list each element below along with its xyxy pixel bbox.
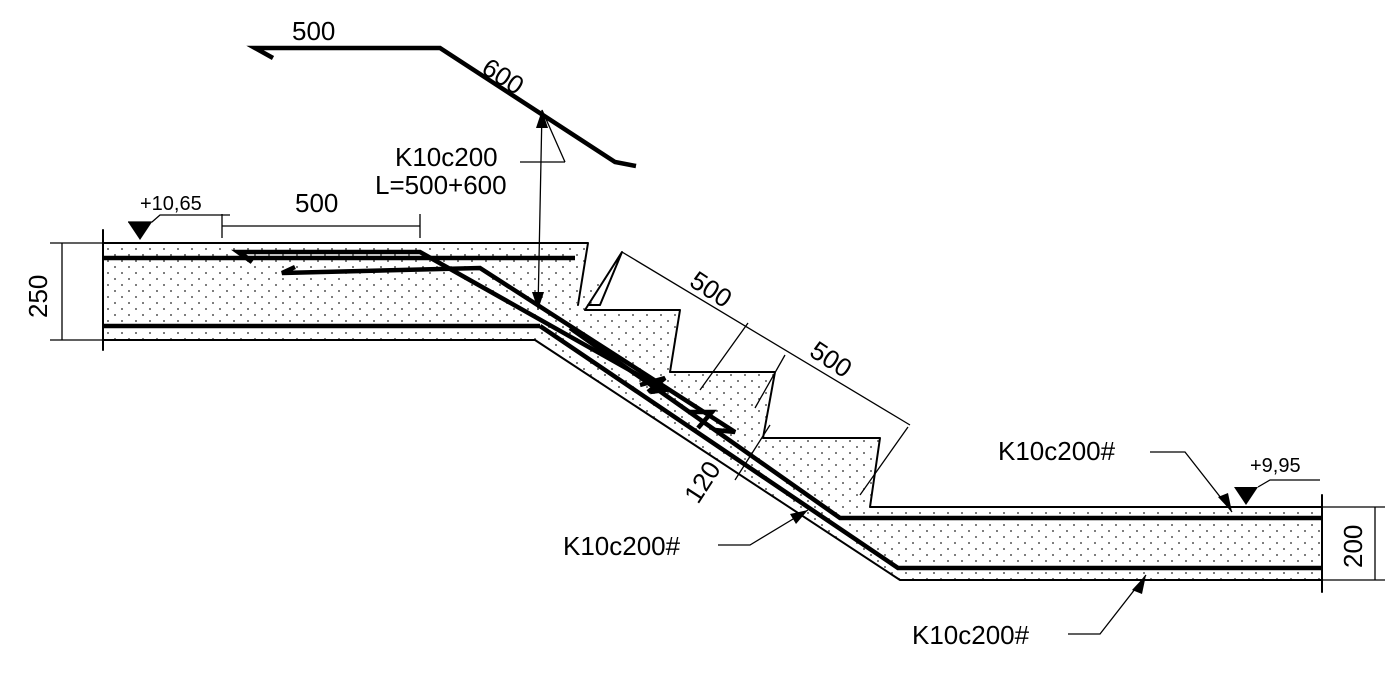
step-dimension-ext-3 [859, 426, 909, 496]
waist-label: 120 [678, 456, 727, 509]
elevation-leader-lower [1257, 479, 1320, 488]
stair-rebar-leader [718, 509, 809, 546]
step2-label: 500 [805, 335, 858, 384]
bent-bar-leg2-label: 600 [477, 52, 530, 101]
lower-thickness-label: 200 [1338, 525, 1368, 568]
stair-step-profile [584, 251, 1323, 508]
lap-bar-1 [230, 249, 672, 395]
lap-bar-2 [281, 264, 737, 435]
bent-bar-leg1-label: 500 [292, 16, 335, 46]
upper-thickness-label: 250 [23, 275, 53, 318]
lower-top-rebar-leader [1150, 451, 1233, 513]
stair-top-rebar [568, 326, 1322, 521]
lap-length-label: 500 [295, 188, 338, 218]
lower-top-rebar-arrow [1218, 493, 1232, 512]
lower-bottom-rebar-arrow [1132, 575, 1146, 594]
step-dimension-ext-2 [754, 354, 786, 409]
stair-rebar-label: K10c200# [563, 531, 681, 561]
reinforcement [103, 249, 1322, 571]
bent-bar-length-label: L=500+600 [375, 170, 507, 200]
upper-slab-bottom-edge [102, 339, 1323, 581]
lower-slab-annotations: +9,95 K10c200# K10c200# 200 [912, 436, 1385, 650]
leader-arrow-down [532, 292, 544, 310]
elevation-marker-lower [1234, 487, 1258, 505]
lower-bottom-rebar-leader [1068, 574, 1147, 635]
z-hook-2 [688, 409, 717, 430]
elevation-leader-upper [128, 214, 230, 223]
bent-bar-shape [246, 45, 637, 169]
step-dimension-ext-1 [699, 322, 749, 391]
lower-bottom-rebar-label: K10c200# [912, 620, 1030, 650]
z-hook-1 [639, 375, 667, 394]
stair-rebar-arrow [790, 510, 808, 524]
upper-slab-annotations: +10,65 500 K10c200 L=500+600 250 [23, 109, 566, 341]
step1-label: 500 [685, 265, 738, 314]
waist-dimension-line [734, 424, 771, 481]
elevation-lower-label: +9,95 [1250, 455, 1301, 477]
bent-bar-mark-label: K10c200 [395, 142, 498, 172]
upper-slab-top-edge [102, 242, 589, 306]
elevation-upper-label: +10,65 [140, 193, 202, 215]
stair-bottom-rebar [538, 324, 1322, 571]
lower-top-rebar-label: K10c200# [998, 436, 1116, 466]
step-dimension-line [621, 251, 911, 426]
elevation-marker-upper [128, 222, 152, 240]
leader-arrow-up [536, 110, 548, 128]
